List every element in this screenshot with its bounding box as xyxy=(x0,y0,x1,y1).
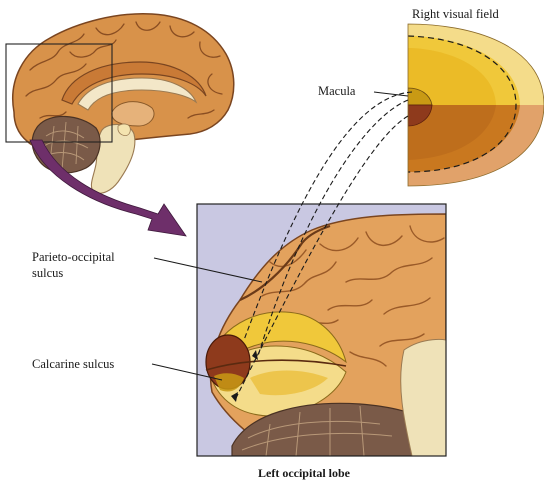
right-visual-field xyxy=(408,24,544,186)
parieto-occipital-label-line2: sulcus xyxy=(32,266,63,280)
parieto-occipital-label-line1: Parieto-occipital xyxy=(32,250,115,264)
calcarine-sulcus-label: Calcarine sulcus xyxy=(32,357,114,371)
macula-label: Macula xyxy=(318,84,355,98)
brain-medial-view xyxy=(6,14,234,194)
occipital-lobe-inset xyxy=(197,204,446,456)
figure-caption: Left occipital lobe xyxy=(258,466,350,480)
right-visual-field-label: Right visual field xyxy=(412,7,499,21)
thalamus xyxy=(112,102,154,126)
